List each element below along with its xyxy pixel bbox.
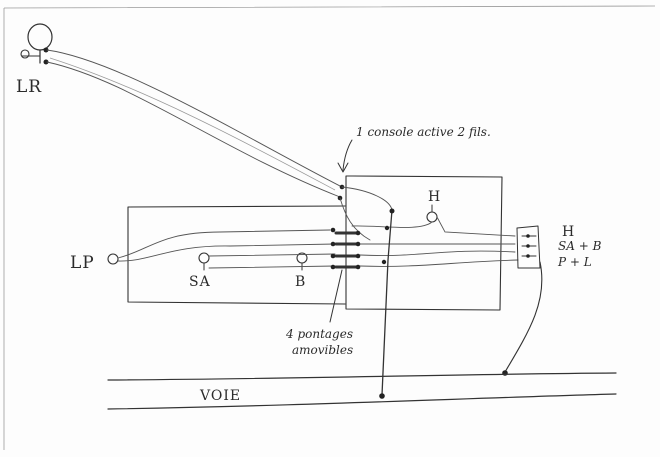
lp-signal — [107, 253, 119, 265]
wire-console-a — [341, 186, 393, 211]
track-feed-point-b — [502, 370, 508, 376]
wire-h-right — [436, 216, 516, 237]
wire-sa — [208, 253, 336, 257]
terminal-to-track-wire — [504, 261, 543, 373]
pontages-label-2: amovibles — [292, 343, 353, 357]
wire-lp-top — [117, 229, 331, 259]
left-board — [127, 205, 346, 305]
lp-label: LP — [70, 253, 95, 273]
lr-wire-guide — [49, 57, 336, 191]
wire-b — [208, 265, 336, 269]
page-border — [3, 5, 656, 450]
sab-label: SA + B — [558, 239, 602, 253]
rail-top — [107, 372, 617, 381]
h-signal — [426, 211, 438, 223]
h-right-label: H — [562, 224, 575, 240]
sa-label: SA — [189, 274, 211, 290]
console-arrow — [337, 139, 353, 173]
console-note: 1 console active 2 fils. — [356, 125, 491, 139]
wire-pl-b — [359, 259, 519, 267]
pontages-label-1: 4 pontages — [285, 327, 353, 341]
pontages-cluster — [330, 227, 361, 270]
voie-label: VOIE — [199, 388, 241, 404]
h-label: H — [428, 189, 441, 205]
pontages-leader — [329, 269, 343, 323]
terminal-block — [516, 225, 541, 269]
pl-label: P + L — [557, 255, 592, 269]
wire-lp-bottom — [117, 243, 336, 262]
rail-bottom — [107, 393, 617, 410]
track-feed-point-a — [379, 393, 385, 399]
lr-wire-a — [46, 49, 343, 188]
sa-signal — [198, 252, 210, 264]
right-board — [345, 175, 503, 311]
b-label: B — [295, 274, 306, 290]
wire-pl — [359, 250, 516, 257]
common-wire-1 — [381, 209, 393, 396]
lr-signal — [20, 23, 53, 65]
lr-wire-b — [46, 61, 341, 198]
wire-h — [351, 221, 433, 228]
lr-label: LR — [16, 77, 42, 97]
wire-console-b — [339, 197, 371, 241]
